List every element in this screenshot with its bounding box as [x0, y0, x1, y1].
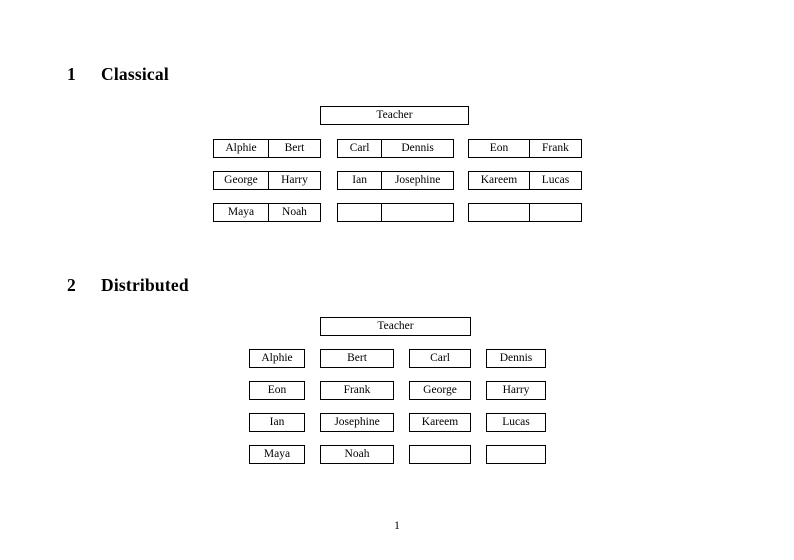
- table-cell: Josephine: [381, 172, 453, 189]
- teacher-box-distributed: Teacher: [320, 317, 471, 336]
- section-title: Distributed: [101, 275, 189, 295]
- table-cell: Maya: [249, 445, 305, 464]
- table-cell: Ian: [352, 173, 367, 186]
- table-cell: Alphie: [225, 141, 257, 154]
- table-cell: Lucas: [486, 413, 546, 432]
- table-cell: Ian: [249, 413, 305, 432]
- table-cell: Dennis: [381, 140, 453, 157]
- table-cell: Alphie: [249, 349, 305, 368]
- table-cell: Kareem: [409, 413, 471, 432]
- table-cell: Josephine: [320, 413, 394, 432]
- table-cell: Noah: [320, 445, 394, 464]
- table-cell-empty: [528, 204, 581, 221]
- teacher-box-classical: Teacher: [320, 106, 469, 125]
- table-row: George Harry: [213, 171, 321, 190]
- section-number: 2: [67, 275, 76, 295]
- table-cell: Dennis: [486, 349, 546, 368]
- table-cell: Carl: [409, 349, 471, 368]
- table-cell: Maya: [227, 205, 255, 218]
- table-row: Eon Frank: [468, 139, 582, 158]
- section-heading-distributed: 2 Distributed: [67, 275, 189, 295]
- table-cell: Frank: [528, 140, 581, 157]
- table-cell: Noah: [267, 204, 320, 221]
- table-cell: George: [224, 173, 258, 186]
- table-cell-empty: [486, 445, 546, 464]
- teacher-label: Teacher: [376, 108, 413, 121]
- table-cell: Lucas: [528, 172, 581, 189]
- table-cell-empty: [469, 204, 529, 221]
- table-cell-empty: [338, 204, 381, 221]
- table-cell: Bert: [320, 349, 394, 368]
- table-cell-empty: [409, 445, 471, 464]
- table-cell: Harry: [486, 381, 546, 400]
- table-cell: Harry: [267, 172, 320, 189]
- table-cell: George: [409, 381, 471, 400]
- table-row: [468, 203, 582, 222]
- section-heading-classical: 1 Classical: [67, 64, 169, 84]
- table-row: [337, 203, 454, 222]
- table-cell-empty: [381, 204, 453, 221]
- table-row: Kareem Lucas: [468, 171, 582, 190]
- section-title: Classical: [101, 64, 169, 84]
- table-row: Maya Noah: [213, 203, 321, 222]
- table-row: Ian Josephine: [337, 171, 454, 190]
- table-cell: Carl: [349, 141, 370, 154]
- table-cell: Bert: [267, 140, 320, 157]
- page-number: 1: [394, 520, 400, 532]
- teacher-label: Teacher: [377, 319, 414, 332]
- table-cell: Frank: [320, 381, 394, 400]
- table-cell: Eon: [249, 381, 305, 400]
- table-cell: Kareem: [480, 173, 518, 186]
- table-cell: Eon: [489, 141, 509, 154]
- table-row: Alphie Bert: [213, 139, 321, 158]
- section-number: 1: [67, 64, 76, 84]
- table-row: Carl Dennis: [337, 139, 454, 158]
